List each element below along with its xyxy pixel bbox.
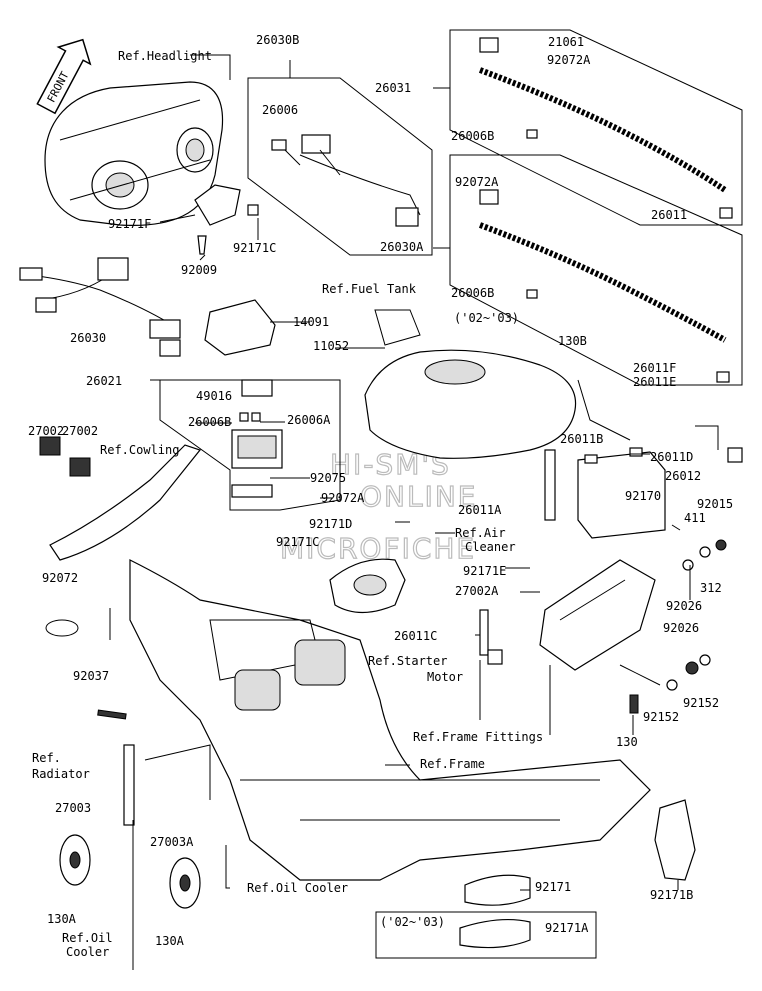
label-26006a: 26006A [287,413,331,427]
label-26006: 26006 [262,103,298,117]
label-ref-headlight: Ref.Headlight [118,49,212,63]
label-26011f: 26011F [633,361,676,375]
label-26031: 26031 [375,81,411,95]
harness-26030b-group [247,60,433,256]
label-ref-radiator-prefix: Ref. [32,751,61,765]
label-130a-b: 130A [155,934,185,948]
battery-part [577,447,666,539]
label-27003a: 27003A [150,835,194,849]
label-14091: 14091 [293,315,329,329]
label-130: 130 [616,735,638,749]
label-92171b: 92171B [650,888,693,902]
label-92171c-low: 92171C [276,535,319,549]
label-year-range-1: ('02~'03) [454,311,519,325]
label-92037: 92037 [73,669,109,683]
label-motor: Motor [427,670,463,684]
label-92152-b: 92152 [643,710,679,724]
label-130a-a: 130A [47,912,77,926]
fuel-tank-part [364,309,577,459]
label-26030b: 26030B [256,33,299,47]
label-26030a: 26030A [380,240,424,254]
label-26006b-top: 26006B [451,129,494,143]
label-radiator: Radiator [32,767,90,781]
label-26011b: 26011B [560,432,603,446]
leader-lines [109,54,691,970]
label-ref-frame: Ref.Frame [420,757,485,771]
label-21061: 21061 [548,35,584,49]
label-92170: 92170 [625,489,661,503]
label-92152-a: 92152 [683,696,719,710]
label-26011a: 26011A [458,503,502,517]
label-ref-cowling: Ref.Cowling [100,443,179,457]
label-92171: 92171 [535,880,571,894]
label-92171f: 92171F [108,217,151,231]
cowling-stay [49,444,202,561]
label-ref-oil-cooler: Ref.Oil Cooler [247,881,348,895]
label-ref-air: Ref.Air [455,526,506,540]
bracket-part [194,184,259,255]
label-26006b-low: 26006B [188,415,231,429]
label-49016: 49016 [196,389,232,403]
horn-parts [59,834,201,909]
label-26011e: 26011E [633,375,676,389]
label-92072a-top: 92072A [547,53,591,67]
cover-parts [375,799,696,959]
label-ref-oil: Ref.Oil [62,931,113,945]
label-26011: 26011 [651,208,687,222]
label-27002a: 27002A [455,584,499,598]
label-92026-b: 92026 [663,621,699,635]
label-cleaner: Cleaner [465,540,516,554]
label-92026-a: 92026 [666,599,702,613]
label-92171c: 92171C [233,241,276,255]
label-27002-a: 27002 [28,424,64,438]
label-ref-fuel-tank: Ref.Fuel Tank [322,282,417,296]
label-26012-visible: 26012 [665,469,701,483]
label-26021: 26021 [86,374,122,388]
air-cleaner-part [329,558,406,614]
label-ref-frame-fittings: Ref.Frame Fittings [413,730,543,744]
label-92075: 92075 [310,471,346,485]
ecu-part [204,299,276,356]
harness-main-group [433,29,743,386]
cables-part [479,379,743,665]
label-26030: 26030 [70,331,106,345]
radiator-bracket-part [123,744,211,826]
battery-tray-part [539,559,656,671]
label-26011c: 26011C [394,629,437,643]
label-cooler: Cooler [66,945,109,959]
label-26011d: 26011D [650,450,693,464]
watermark-line-2: ONLINE [360,480,477,513]
clamp-part [45,619,127,720]
label-92072a-low: 92072A [321,491,365,505]
label-27002-b: 27002 [62,424,98,438]
label-27003: 27003 [55,801,91,815]
label-92015: 92015 [697,497,733,511]
label-411: 411 [684,511,706,525]
label-92171a: 92171A [545,921,589,935]
hardware-parts [619,539,727,714]
label-26006b-mid: 26006B [451,286,494,300]
label-92171e: 92171E [463,564,506,578]
label-11052: 11052 [313,339,349,353]
part-labels: Ref.Headlight 26030B 26006 26031 21061 9… [28,33,733,959]
label-year-range-2: ('02~'03) [380,915,445,929]
label-92072a-mid: 92072A [455,175,499,189]
label-92072: 92072 [42,571,78,585]
frame-part [129,559,651,881]
harness-26030 [19,257,181,357]
label-92171d: 92171D [309,517,352,531]
label-ref-starter: Ref.Starter [368,654,447,668]
label-312: 312 [700,581,722,595]
label-130b: 130B [558,334,587,348]
headlight-part [44,81,224,227]
relay-box-group [159,379,341,511]
label-92009: 92009 [181,263,217,277]
relay-parts [39,436,91,477]
